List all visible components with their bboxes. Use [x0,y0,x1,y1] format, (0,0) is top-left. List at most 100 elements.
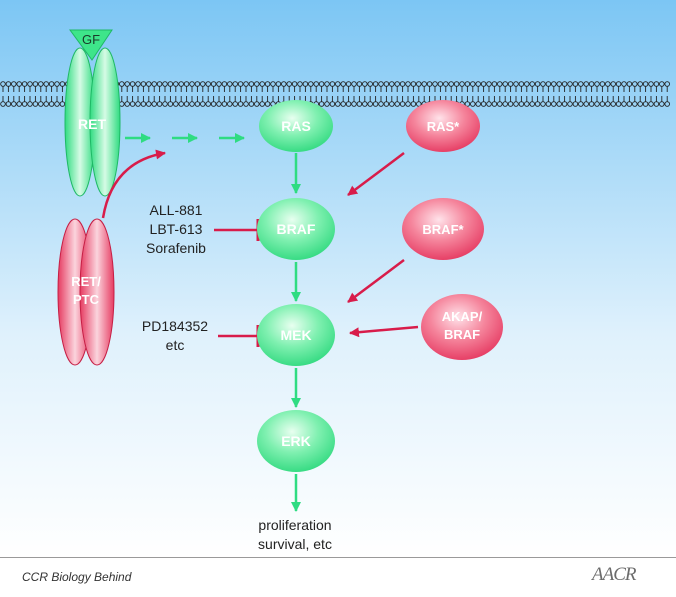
lipid-head-bottom [38,101,44,107]
lipid-head-bottom [254,101,260,107]
lipid-head-bottom [605,101,611,107]
lipid-head-top [183,81,190,87]
lipid-head-bottom [243,101,249,107]
lipid-head-bottom [529,101,535,107]
lipid-head-top [313,81,319,87]
lipid-head-top [540,81,546,87]
lipid-head-bottom [637,101,643,107]
lipid-head-top [151,81,157,87]
pathway-outcome: proliferation survival, etc [258,517,332,552]
lipid-head-bottom [534,101,541,107]
lipid-head-top [524,81,530,87]
lipid-head-bottom [21,101,28,107]
lipid-head-top [173,81,179,87]
footer-series-label: CCR Biology Behind [22,570,132,584]
lipid-head-top [210,81,217,87]
lipid-head-top [653,81,660,87]
lipid-head-bottom [513,101,519,107]
braf-inhibitor-3: Sorafenib [146,240,206,256]
lipid-head-bottom [621,101,627,107]
lipid-head-top [437,81,444,87]
lipid-head-bottom [194,101,201,107]
lipid-head-top [497,81,503,87]
lipid-head-top [410,81,417,87]
lipid-head-top [502,81,508,87]
gf-label: GF [82,32,100,47]
lipid-head-top [351,81,357,87]
lipid-head-bottom [540,101,546,107]
lipid-head-bottom [659,101,665,107]
lipid-head-top [583,81,589,87]
outcome-line2: survival, etc [258,536,332,552]
lipid-head-bottom [610,101,616,107]
lipid-head-bottom [129,101,136,107]
node-mek: MEK [257,304,335,366]
lipid-head-top [578,81,584,87]
lipid-head-bottom [518,101,525,107]
lipid-head-top [162,81,168,87]
lipid-head-top [416,81,422,87]
lipid-head-bottom [340,101,346,107]
lipid-head-top [340,81,346,87]
lipid-head-top [237,81,244,87]
lipid-head-bottom [178,101,184,107]
lipid-head-bottom [470,101,476,107]
lipid-head-top [43,81,49,87]
lipid-head-bottom [232,101,238,107]
node-akap-braf: AKAP/ BRAF [421,294,503,360]
ret-ptc-label-line2: PTC [73,292,100,307]
lipid-head-bottom [32,101,39,107]
node-ras: RAS [259,100,333,152]
lipid-head-bottom [43,101,49,107]
lipid-head-top [200,81,206,87]
lipid-head-bottom [329,101,336,107]
lipid-head-bottom [642,101,649,107]
lipid-head-bottom [389,101,395,107]
lipid-head-bottom [11,101,17,107]
lipid-head-bottom [27,101,33,107]
lipid-head-bottom [189,101,195,107]
lipid-head-top [5,81,12,87]
lipid-head-top [140,81,147,87]
outcome-line1: proliferation [258,517,331,533]
lipid-head-bottom [156,101,163,107]
lipid-head-bottom [324,101,330,107]
lipid-head-top [443,81,449,87]
node-erk: ERK [257,410,335,472]
node-braf-mutant: BRAF* [402,198,484,260]
akap-braf-label-line2: BRAF [444,327,480,342]
lipid-head-bottom [648,101,654,107]
ras-ellipse [259,100,333,152]
lipid-head-top [599,81,606,87]
lipid-head-bottom [264,101,271,107]
lipid-head-bottom [205,101,211,107]
lipid-head-top [356,81,363,87]
lipid-head-top [11,81,17,87]
lipid-head-bottom [551,101,557,107]
lipid-head-top [572,81,579,87]
lipid-head-bottom [318,101,325,107]
lipid-head-top [124,81,130,87]
lipid-head-bottom [583,101,589,107]
lipid-head-top [167,81,174,87]
lipid-head-bottom [572,101,579,107]
lipid-head-bottom [653,101,660,107]
braf-mutant-to-mek-arrow [347,259,405,303]
ret-ptc-label-line1: RET/ [71,274,101,289]
lipid-head-top [448,81,454,87]
lipid-head-top [243,81,249,87]
lipid-head-top [637,81,643,87]
lipid-head-bottom [151,101,157,107]
lipid-head-bottom [124,101,130,107]
lipid-head-top [302,81,309,87]
erk-ellipse [257,410,335,472]
lipid-head-bottom [237,101,244,107]
lipid-head-top [286,81,292,87]
lipid-head-top [486,81,492,87]
lipid-head-top [324,81,330,87]
lipid-head-top [254,81,260,87]
lipid-head-bottom [394,101,400,107]
lipid-head-bottom [362,101,368,107]
lipid-head-top [362,81,368,87]
lipid-head-top [551,81,557,87]
